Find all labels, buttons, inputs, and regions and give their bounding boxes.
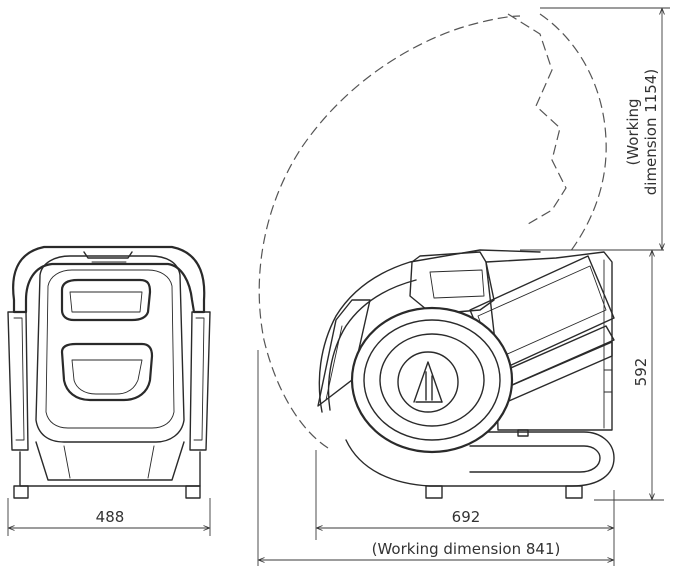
front-width-label: 488	[96, 508, 125, 526]
side-depth-label: 692	[452, 508, 481, 526]
working-depth-dimension: (Working dimension 841)	[257, 350, 613, 566]
side-height-label: 592	[632, 358, 650, 387]
side-height-dimension: 592	[520, 249, 664, 501]
front-width-dimension: 488	[7, 498, 211, 536]
audio-technica-logo-icon	[413, 361, 443, 403]
side-depth-dimension: 692	[315, 450, 615, 566]
working-height-label-line1: (Working	[624, 98, 642, 165]
working-range-outline	[258, 15, 521, 449]
front-view	[7, 245, 211, 499]
side-view	[258, 13, 615, 499]
working-depth-label: (Working dimension 841)	[372, 540, 561, 558]
working-height-dimension: (Working dimension 1154)	[540, 7, 670, 249]
working-height-label-line2: dimension 1154)	[642, 69, 660, 196]
